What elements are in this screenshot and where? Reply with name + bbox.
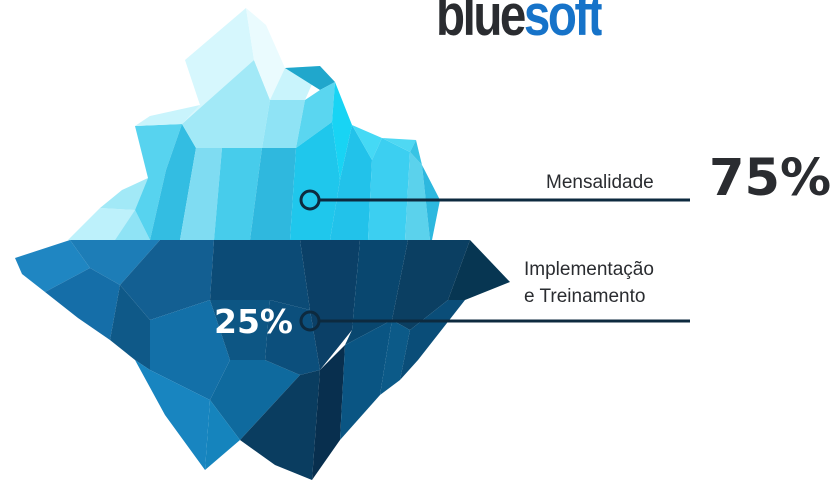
iceberg-below-water xyxy=(15,240,510,480)
iceberg-above-water xyxy=(68,8,440,240)
logo-text-dark: blue xyxy=(436,0,526,42)
callout-marker-above xyxy=(299,189,321,211)
percent-implementacao: 25% xyxy=(214,302,293,341)
callout-marker-below xyxy=(299,310,321,332)
percent-mensalidade: 75% xyxy=(709,149,832,208)
bluesoft-logo: bluesoft xyxy=(436,0,601,42)
logo-text-blue: soft xyxy=(523,0,602,42)
label-mensalidade: Mensalidade xyxy=(546,172,654,193)
label-implementacao: Implementação xyxy=(524,259,654,280)
label-treinamento: e Treinamento xyxy=(524,286,646,307)
